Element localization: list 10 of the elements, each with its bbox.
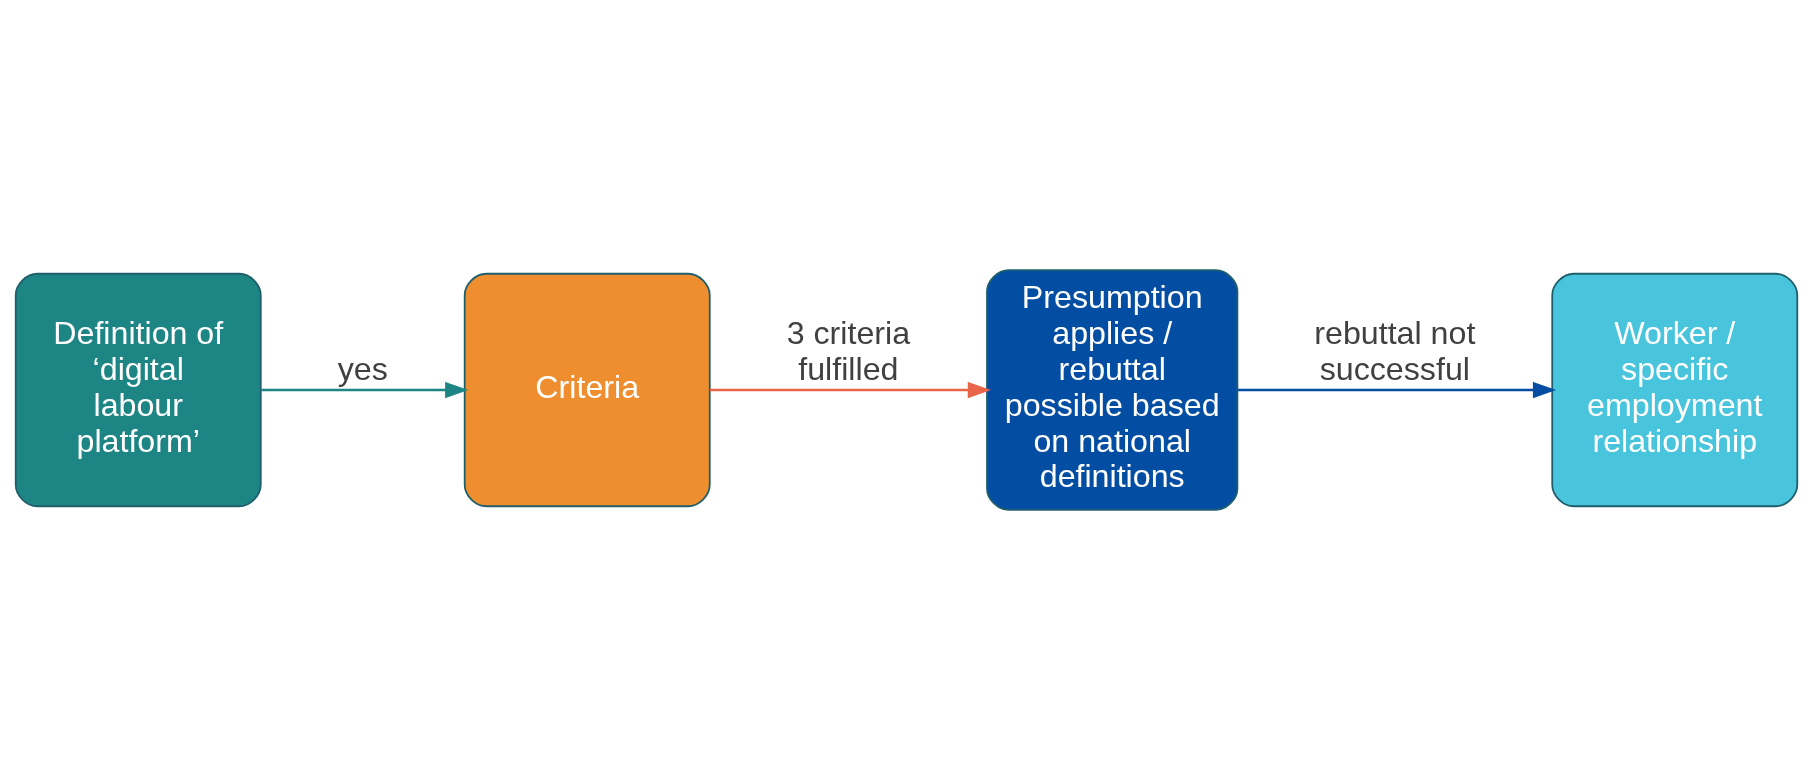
node-box: Presumption applies / rebuttal possible based on national definitions xyxy=(986,268,1239,511)
edge-label: yes xyxy=(337,350,388,387)
edge-label: rebuttal not successful xyxy=(1314,314,1476,387)
node-box: Definition of ‘digital labour platform’ xyxy=(14,272,262,507)
arrow xyxy=(709,381,992,398)
arrow xyxy=(1238,381,1557,398)
node-box: Worker / specific employment relationship xyxy=(1551,272,1799,507)
node-box: Criteria xyxy=(463,272,711,507)
edge-label: 3 criteria fulfilled xyxy=(786,314,911,387)
arrow xyxy=(261,381,469,398)
